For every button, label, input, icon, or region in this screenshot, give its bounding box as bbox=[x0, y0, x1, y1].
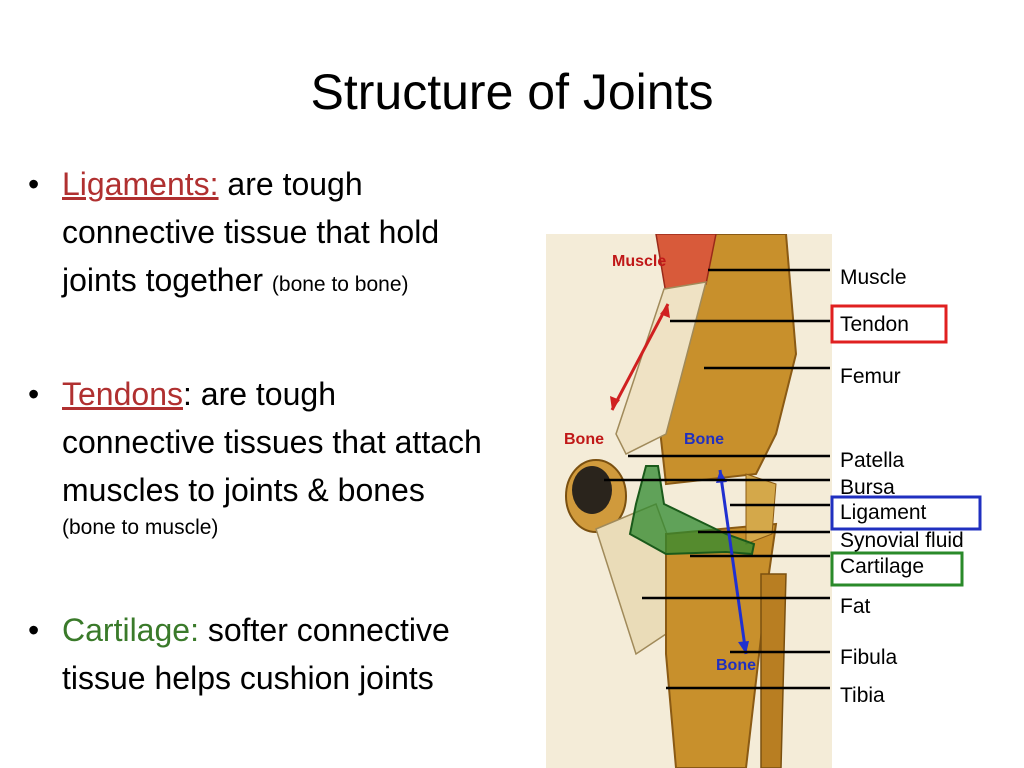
bullet-glyph: • bbox=[28, 376, 40, 412]
image-label-bone-mid: Bone bbox=[684, 431, 724, 448]
callout-fat: Fat bbox=[840, 595, 871, 618]
bullet-ligaments: • Ligaments: are tough connective tissue… bbox=[28, 160, 548, 309]
image-label-bone-bottom: Bone bbox=[716, 657, 756, 674]
bullet-text: are tough bbox=[227, 166, 363, 202]
callout-patella: Patella bbox=[840, 449, 905, 472]
image-label-bone-left: Bone bbox=[564, 431, 604, 448]
bullet-text: connective tissue that hold bbox=[62, 214, 440, 250]
callout-tibia: Tibia bbox=[840, 684, 885, 707]
bullet-note: (bone to bone) bbox=[271, 273, 409, 296]
term-ligaments: Ligaments: bbox=[62, 166, 219, 202]
bullet-tendons: • Tendons: are tough connective tissues … bbox=[28, 370, 548, 542]
bullet-text: : are tough bbox=[182, 376, 336, 412]
patella-dark bbox=[572, 466, 612, 514]
bullet-text: joints together bbox=[62, 262, 264, 298]
cartilage-highlight bbox=[628, 465, 756, 556]
callout-fibula: Fibula bbox=[840, 646, 898, 669]
fibula-shape bbox=[760, 573, 787, 768]
term-tendons: Tendons bbox=[62, 376, 183, 412]
callout-muscle: Muscle bbox=[840, 266, 907, 289]
slide-title: Structure of Joints bbox=[310, 64, 714, 120]
callout-ligament: Ligament bbox=[840, 501, 927, 524]
bullet-text: tissue helps cushion joints bbox=[62, 660, 434, 696]
tibia-shape bbox=[665, 522, 778, 768]
tendon-shape bbox=[615, 281, 708, 456]
callout-femur: Femur bbox=[840, 365, 901, 388]
bullet-note: (bone to muscle) bbox=[62, 516, 219, 539]
tendon-arrowhead-top bbox=[660, 304, 670, 318]
bullet-cartilage: • Cartilage: softer connective tissue he… bbox=[28, 606, 548, 702]
callout-bursa: Bursa bbox=[840, 476, 895, 499]
callout-synovial-fluid: Synovial fluid bbox=[840, 529, 964, 552]
bullet-text: muscles to joints & bones bbox=[62, 472, 425, 508]
bullet-text: softer connective bbox=[207, 612, 450, 648]
knee-joint-illustration bbox=[546, 234, 832, 768]
image-label-muscle: Muscle bbox=[612, 253, 667, 270]
tendon-arrow bbox=[610, 303, 670, 411]
callout-tendon: Tendon bbox=[840, 313, 909, 336]
fat-shape bbox=[745, 473, 777, 545]
bullet-glyph: • bbox=[28, 166, 40, 202]
tendon-arrowhead-bottom bbox=[610, 396, 620, 410]
term-cartilage: Cartilage: bbox=[62, 612, 199, 648]
ligament-arrow bbox=[718, 469, 748, 655]
callout-cartilage: Cartilage bbox=[840, 555, 925, 578]
bullet-text: connective tissues that attach bbox=[62, 424, 482, 460]
bullet-glyph: • bbox=[28, 612, 40, 648]
